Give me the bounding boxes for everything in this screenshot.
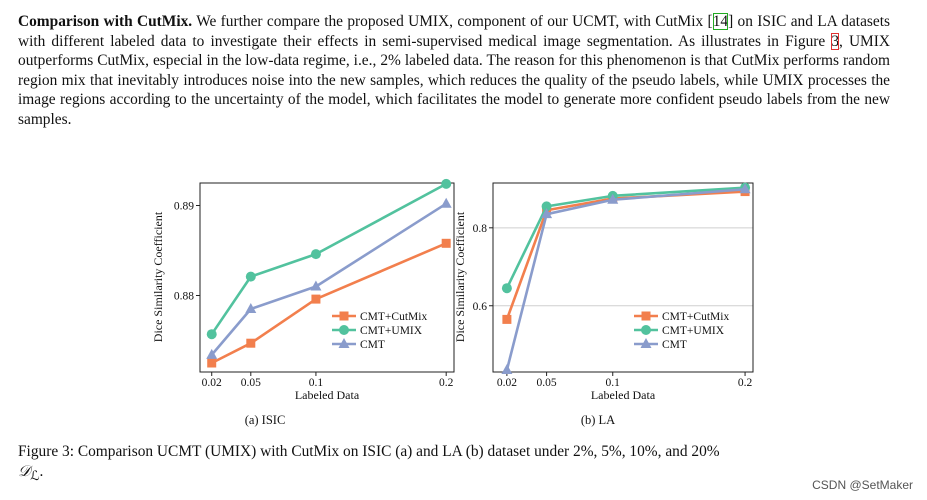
caption-symbol-sub: ℒ [30,469,40,484]
y-tick-label: 0.8 [473,223,488,235]
data-point [501,364,513,375]
data-point [206,329,217,340]
citation-bracket-close: ] [728,13,734,30]
y-tick-label: 0.6 [473,301,488,313]
figure-caption: Figure 3: Comparison UCMT (UMIX) with Cu… [18,442,898,486]
legend-marker [641,325,651,335]
series-line [505,186,746,289]
x-tick-label: 0.1 [606,377,621,389]
series-line [210,202,447,356]
figure-reference-link[interactable]: 3 [831,32,840,50]
x-tick-label: 0.05 [241,377,261,389]
x-tick-label: 0.05 [537,377,557,389]
chart-subtitle: (a) ISIC [245,413,286,427]
data-point [441,178,452,189]
caption-symbol: 𝒟 [18,463,31,480]
y-tick-label: 0.88 [174,291,194,303]
series-line [505,187,746,371]
plot-frame [492,182,754,373]
legend-label: CMT+CutMix [360,311,427,323]
data-point [607,193,619,204]
data-point [207,358,217,368]
y-axis-label: Dice Similarity Coefficient [151,211,165,342]
data-point [246,338,256,348]
x-tick-label: 0.02 [497,377,517,389]
legend-marker [641,311,651,321]
y-axis-label: Dice Similarity Coefficient [453,211,467,342]
data-point [440,197,452,208]
x-tick-label: 0.1 [309,377,324,389]
data-point [501,283,512,294]
legend-label: CMT+UMIX [662,325,725,337]
watermark: CSDN @SetMaker [812,478,913,492]
caption-tail: . [39,463,44,480]
data-point [541,201,552,212]
series-line [210,182,447,335]
x-tick-label: 0.2 [439,377,454,389]
legend-marker [640,338,652,348]
legend-label: CMT+UMIX [360,325,423,337]
legend-label: CMT+CutMix [662,311,729,323]
data-point [541,208,553,219]
x-axis-label: Labeled Data [295,388,360,402]
legend-marker [339,311,349,321]
data-point [206,348,218,359]
plot-frame [199,182,455,373]
data-point [245,271,256,282]
citation-link[interactable]: 14 [712,13,729,30]
data-point [310,249,321,260]
citation-bracket-open: [ [707,13,713,30]
legend-label: CMT [662,339,687,351]
data-point [502,314,512,324]
body-paragraph: Comparison with CutMix. We further compa… [18,12,890,130]
legend-marker [338,338,350,348]
x-axis-label: Labeled Data [591,388,656,402]
data-point [245,303,257,313]
legend-label: CMT [360,339,385,351]
series-line [211,242,447,365]
paragraph-text-2: on ISIC and LA datasets with different l… [18,13,890,50]
x-tick-label: 0.02 [202,377,222,389]
data-point [310,280,322,291]
x-tick-label: 0.2 [738,377,753,389]
paragraph-heading: Comparison with CutMix. [18,13,193,30]
y-tick-label: 0.89 [174,201,194,213]
paragraph-text-1: We further compare the proposed UMIX, co… [192,13,708,30]
chart-subtitle: (b) LA [581,413,615,427]
data-point [739,183,751,194]
legend-marker [339,325,349,335]
caption-text: Figure 3: Comparison UCMT (UMIX) with Cu… [18,443,720,460]
data-point [311,294,321,304]
paragraph-text-3: , UMIX outperforms CutMix, especial in t… [18,32,890,128]
data-point [441,238,451,248]
